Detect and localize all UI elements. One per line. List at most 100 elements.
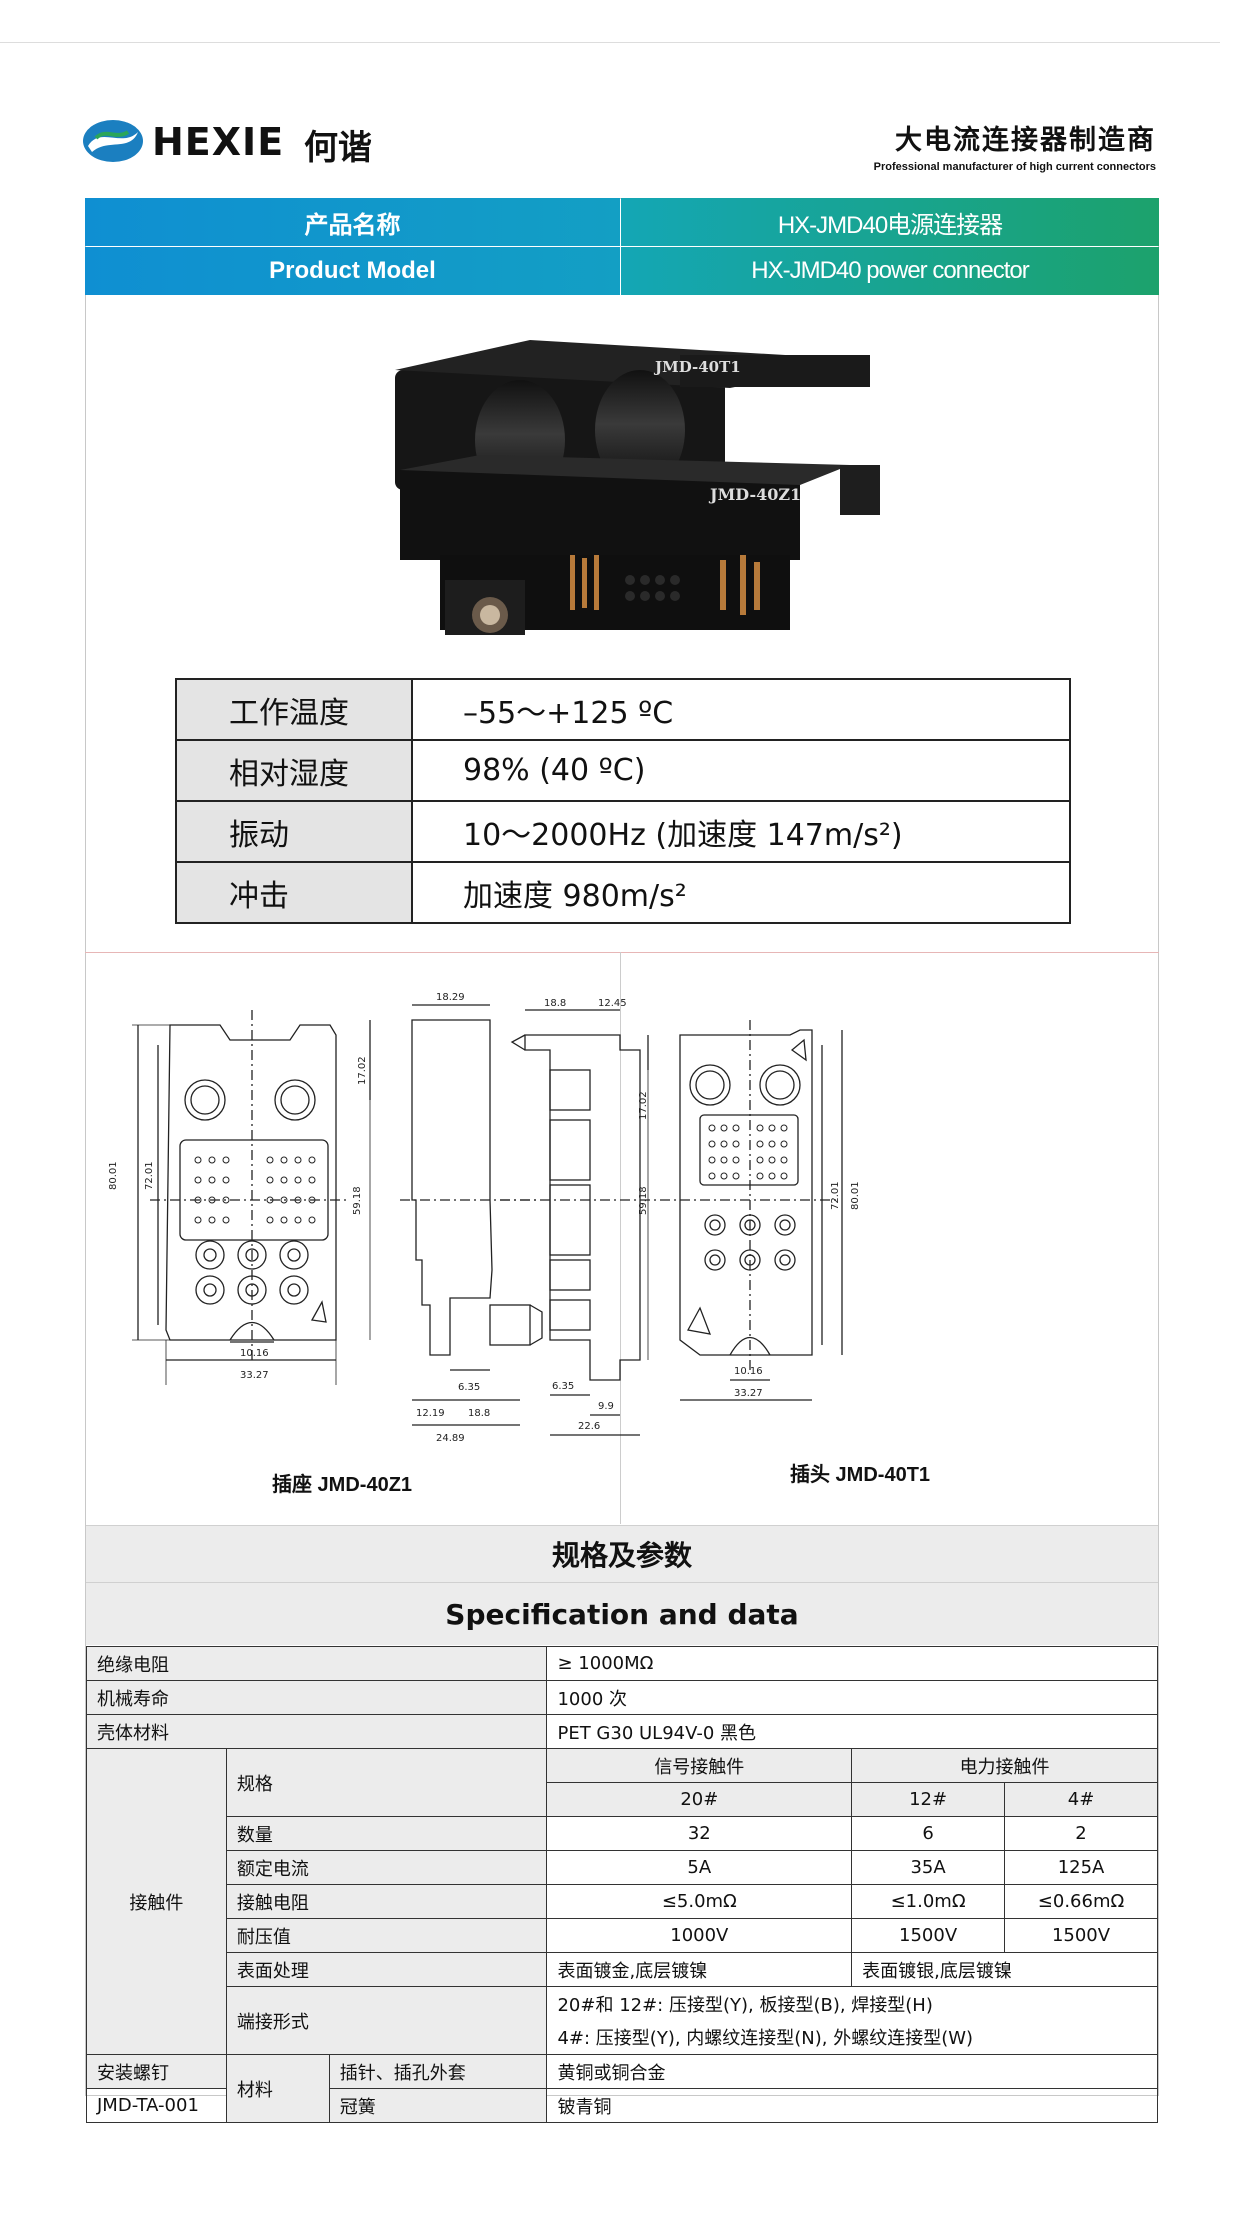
- top-divider: [0, 42, 1220, 43]
- spec-value: 35A: [851, 1850, 1006, 1885]
- spec-value: 1500V: [851, 1918, 1006, 1953]
- spec-value: 1000 次: [546, 1680, 1158, 1715]
- table-row: 壳体材料 PET G30 UL94V-0 黑色: [85, 1714, 1158, 1749]
- spec-value: 125A: [1004, 1850, 1158, 1885]
- svg-text:12.45: 12.45: [598, 998, 627, 1009]
- plug-caption: 插头 JMD-40T1: [790, 1464, 931, 1486]
- svg-text:17.02: 17.02: [357, 1056, 368, 1085]
- spec-value: 5A: [546, 1850, 853, 1885]
- svg-text:6.35: 6.35: [552, 1381, 574, 1392]
- spec-key: 额定电流: [225, 1850, 548, 1885]
- spec-value: 表面镀金,底层镀镍: [546, 1952, 853, 1987]
- spec-table: 绝缘电阻 ≥ 1000MΩ 机械寿命 1000 次 壳体材料 PET G30 U…: [85, 1646, 1158, 2123]
- svg-text:72.01: 72.01: [144, 1161, 155, 1190]
- size-cell: 20#: [546, 1782, 853, 1817]
- spec-value: ≥ 1000MΩ: [546, 1646, 1158, 1681]
- table-row: 端接形式 20#和 12#: 压接型(Y), 板接型(B), 焊接型(H): [87, 1986, 1158, 2055]
- svg-text:6.35: 6.35: [458, 1382, 480, 1393]
- termination-line: 20#和 12#: 压接型(Y), 板接型(B), 焊接型(H): [546, 1986, 1158, 2021]
- brand-name: HEXIE: [152, 120, 285, 164]
- table-row: 接触件 规格 信号接触件 电力接触件: [86, 1748, 1158, 2055]
- table-row: 安装螺钉 材料 插针、插孔外套 黄铜或铜合金: [86, 2054, 1158, 2123]
- svg-text:10.16: 10.16: [734, 1366, 763, 1377]
- env-key: 冲击: [175, 861, 413, 924]
- header-value-model: HX-JMD40 power connector: [621, 247, 1159, 295]
- drawing-divider: [620, 952, 621, 1524]
- spec-key: 冠簧: [328, 2088, 548, 2123]
- svg-text:12.19: 12.19: [416, 1408, 445, 1419]
- svg-text:18.8: 18.8: [544, 998, 566, 1009]
- screw-label: 安装螺钉: [86, 2054, 227, 2089]
- material-label: 材料: [225, 2054, 330, 2123]
- table-row: 数量 32 6 2: [87, 1816, 1158, 1851]
- screw-code: JMD-TA-001: [86, 2088, 227, 2123]
- header-value-name: HX-JMD40电源连接器: [621, 198, 1159, 246]
- svg-text:22.6: 22.6: [578, 1421, 600, 1432]
- svg-text:59.18: 59.18: [638, 1186, 649, 1215]
- svg-text:10.16: 10.16: [240, 1348, 269, 1359]
- env-value: –55～+125 ºC: [411, 678, 1071, 741]
- svg-text:18.8: 18.8: [468, 1408, 490, 1419]
- spec-value: ≤5.0mΩ: [546, 1884, 853, 1919]
- spec-title-cn: 规格及参数: [86, 1525, 1158, 1582]
- spec-value: 黄铜或铜合金: [546, 2054, 1158, 2089]
- spec-value: 2: [1004, 1816, 1158, 1851]
- env-key: 工作温度: [175, 678, 413, 741]
- photo-label-socket: JMD-40Z1: [708, 485, 801, 504]
- header-label-name: 产品名称: [85, 198, 620, 246]
- env-value: 10～2000Hz (加速度 147m/s²): [411, 800, 1071, 863]
- svg-text:33.27: 33.27: [734, 1388, 763, 1399]
- spec-key: 壳体材料: [85, 1714, 548, 1749]
- spec-value: PET G30 UL94V-0 黑色: [546, 1714, 1158, 1749]
- spec-key: 数量: [225, 1816, 548, 1851]
- table-row: 机械寿命 1000 次: [85, 1680, 1158, 1715]
- spec-value: 6: [851, 1816, 1006, 1851]
- spec-value: 铍青铜: [546, 2088, 1158, 2123]
- spec-value: 1000V: [546, 1918, 853, 1953]
- contact-group-label: 接触件: [86, 1748, 227, 2055]
- table-row: JMD-TA-001 冠簧 铍青铜: [86, 2088, 1158, 2123]
- spec-key: 端接形式: [225, 1986, 548, 2055]
- table-row: 20# 12# 4#: [87, 1782, 1158, 1817]
- env-row: 工作温度–55～+125 ºC: [175, 678, 1071, 741]
- tagline-en: Professional manufacturer of high curren…: [873, 161, 1156, 173]
- svg-text:18.29: 18.29: [436, 992, 465, 1003]
- spec-key: 接触电阻: [225, 1884, 548, 1919]
- brand-name-cn: 何谐: [304, 128, 372, 168]
- socket-caption: 插座 JMD-40Z1: [272, 1474, 413, 1496]
- spec-key: 表面处理: [225, 1952, 548, 1987]
- svg-text:24.89: 24.89: [436, 1433, 465, 1444]
- size-cell: 4#: [1004, 1782, 1158, 1817]
- table-row: 接触电阻 ≤5.0mΩ ≤1.0mΩ ≤0.66mΩ: [87, 1884, 1158, 1919]
- svg-text:59.18: 59.18: [352, 1186, 363, 1215]
- svg-text:80.01: 80.01: [850, 1181, 861, 1210]
- header-row-model: Product Model HX-JMD40 power connector: [85, 247, 1159, 295]
- spec-title-en: Specification and data: [86, 1582, 1158, 1645]
- company-logo: HEXIE 何谐: [82, 118, 382, 170]
- svg-text:9.9: 9.9: [598, 1401, 614, 1412]
- env-value: 加速度 980m/s²: [411, 861, 1071, 924]
- table-row: 额定电流 5A 35A 125A: [87, 1850, 1158, 1885]
- spec-key: 机械寿命: [85, 1680, 548, 1715]
- product-photo: JMD-40T1 JMD-40Z1: [395, 340, 880, 635]
- section-divider: [85, 952, 1159, 953]
- spec-value: 表面镀银,底层镀镍: [851, 1952, 1158, 1987]
- spec-value: 1500V: [1004, 1918, 1158, 1953]
- env-key: 振动: [175, 800, 413, 863]
- spec-value: ≤1.0mΩ: [851, 1884, 1006, 1919]
- spec-value: 32: [546, 1816, 853, 1851]
- svg-text:17.02: 17.02: [638, 1091, 649, 1120]
- header-label-model: Product Model: [85, 247, 620, 295]
- env-row: 冲击加速度 980m/s²: [175, 861, 1071, 924]
- size-cell: 12#: [851, 1782, 1006, 1817]
- hexie-logo-icon: [83, 120, 143, 162]
- dimension-drawings: 80.01 72.01 10.16 33.27 18.29 17.02 59.1…: [108, 992, 861, 1444]
- spec-key: 耐压值: [225, 1918, 548, 1953]
- termination-line: 4#: 压接型(Y), 内螺纹连接型(N), 外螺纹连接型(W): [546, 2020, 1158, 2055]
- svg-text:33.27: 33.27: [240, 1370, 269, 1381]
- power-contact-header: 电力接触件: [851, 1748, 1158, 1783]
- table-row: 表面处理 表面镀金,底层镀镍 表面镀银,底层镀镍: [87, 1952, 1158, 1987]
